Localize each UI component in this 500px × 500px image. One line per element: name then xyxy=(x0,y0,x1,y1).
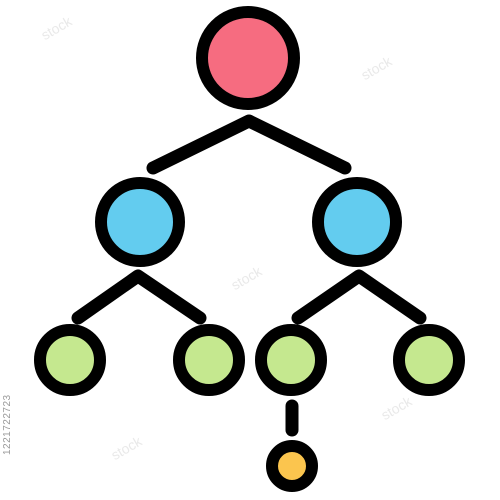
leaf-node-4 xyxy=(393,324,465,396)
sub-leaf-node xyxy=(266,440,318,492)
connector-right xyxy=(291,269,427,325)
middle-node-right xyxy=(312,177,402,267)
connector-lines xyxy=(71,114,427,437)
connector-left xyxy=(71,269,207,325)
leaf-node-1 xyxy=(34,324,106,396)
leaf-node-3 xyxy=(255,324,327,396)
stock-id-text: 1221722723 xyxy=(2,394,13,455)
leaf-node-2 xyxy=(173,324,245,396)
middle-node-left xyxy=(95,177,185,267)
connector-root xyxy=(146,114,352,175)
root-node xyxy=(196,6,300,110)
